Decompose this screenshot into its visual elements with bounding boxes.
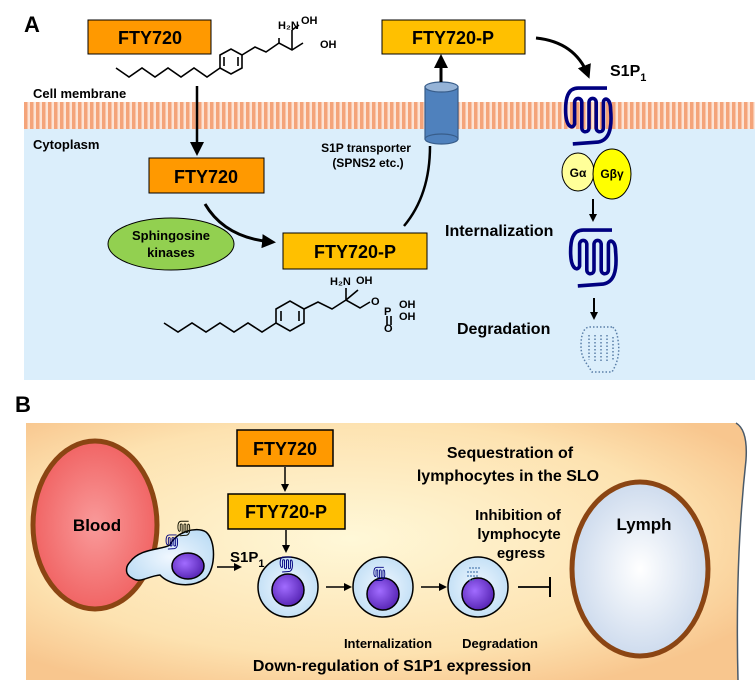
phosphorylation-arrow xyxy=(203,203,276,249)
s1p1-label-b: S1P1 xyxy=(230,549,264,570)
binding-arrow xyxy=(535,36,591,79)
degraded-receptor-icon xyxy=(580,326,620,373)
chem-phosphorus: P xyxy=(384,306,391,318)
chem-p-oxygen: O xyxy=(371,296,380,308)
nucleus xyxy=(366,577,400,611)
degradation-step-label: Degradation xyxy=(462,636,538,651)
lymph-label: Lymph xyxy=(616,515,671,534)
chem-p-hydroxyl: OH xyxy=(356,275,373,287)
chem-p-oh2: OH xyxy=(399,311,416,323)
fty720p-box-outside-label: FTY720-P xyxy=(412,28,494,48)
inhibition-line3: egress xyxy=(497,545,545,562)
transporter-label-line1: S1P transporter xyxy=(321,141,411,155)
inhibition-line1: Inhibition of xyxy=(475,507,562,524)
sequestration-line2: lymphocytes in the SLO xyxy=(417,468,599,485)
inhibition-line2: lymphocyte xyxy=(477,526,560,543)
lymph-node-background xyxy=(26,423,747,680)
s1p-transporter xyxy=(424,81,459,145)
panel-b-label: B xyxy=(15,392,31,417)
chem-amine-label: H₂N xyxy=(278,20,299,32)
fty720p-box-b-label: FTY720-P xyxy=(245,502,327,522)
fty720-box-b xyxy=(236,429,334,467)
panel-a-label: A xyxy=(24,12,40,37)
membrane-label: Cell membrane xyxy=(33,86,126,101)
enzyme-label-line1: Sphingosine xyxy=(132,228,210,243)
chem-hydroxyl-label: OH xyxy=(301,15,318,27)
chem-hydroxyl-label-2: OH xyxy=(320,39,337,51)
blood-label: Blood xyxy=(73,516,121,535)
transporter-label-line2: (SPNS2 etc.) xyxy=(332,156,403,170)
fty720-box-outside xyxy=(87,19,212,55)
export-path xyxy=(403,145,432,227)
fty720p-box-inside-label: FTY720-P xyxy=(314,242,396,262)
g-betagamma-label: Gβγ xyxy=(600,167,624,181)
lymphatic-vessel xyxy=(569,479,711,659)
chem-p-oxo: O xyxy=(384,323,393,335)
cell-membrane xyxy=(24,102,755,129)
fty720-structure xyxy=(115,24,304,78)
fty720p-box-outside xyxy=(381,19,526,55)
nucleus xyxy=(461,577,495,611)
chem-p-oh1: OH xyxy=(399,299,416,311)
nucleus xyxy=(171,552,205,580)
sequestration-line1: Sequestration of xyxy=(447,445,574,462)
blood-vessel xyxy=(30,438,160,612)
internalization-step-label: Internalization xyxy=(344,636,432,651)
fty720p-box-inside xyxy=(282,232,428,270)
fty720p-structure xyxy=(163,288,392,333)
nucleus xyxy=(271,573,305,607)
downregulation-caption: Down-regulation of S1P1 expression xyxy=(253,658,531,675)
g-betagamma-protein xyxy=(592,148,632,200)
cytoplasm-label: Cytoplasm xyxy=(33,137,99,152)
fty720-box-b-label: FTY720 xyxy=(253,439,317,459)
degradation-label: Degradation xyxy=(457,321,550,338)
degraded-receptor-dots xyxy=(467,567,480,581)
fty720-box-inside xyxy=(148,157,265,194)
sphingosine-kinases-enzyme xyxy=(107,217,235,271)
fty720-box-outside-label: FTY720 xyxy=(118,28,182,48)
lymph-node-edge xyxy=(735,422,748,681)
fty720-box-inside-label: FTY720 xyxy=(174,167,238,187)
fty720p-box-b xyxy=(227,493,346,530)
enzyme-label-line2: kinases xyxy=(147,245,195,260)
internalization-label: Internalization xyxy=(445,223,553,240)
g-alpha-label: Gα xyxy=(570,166,587,180)
chem-p-amine: H₂N xyxy=(330,276,351,288)
s1p1-receptor-label: S1P1 xyxy=(610,63,646,84)
